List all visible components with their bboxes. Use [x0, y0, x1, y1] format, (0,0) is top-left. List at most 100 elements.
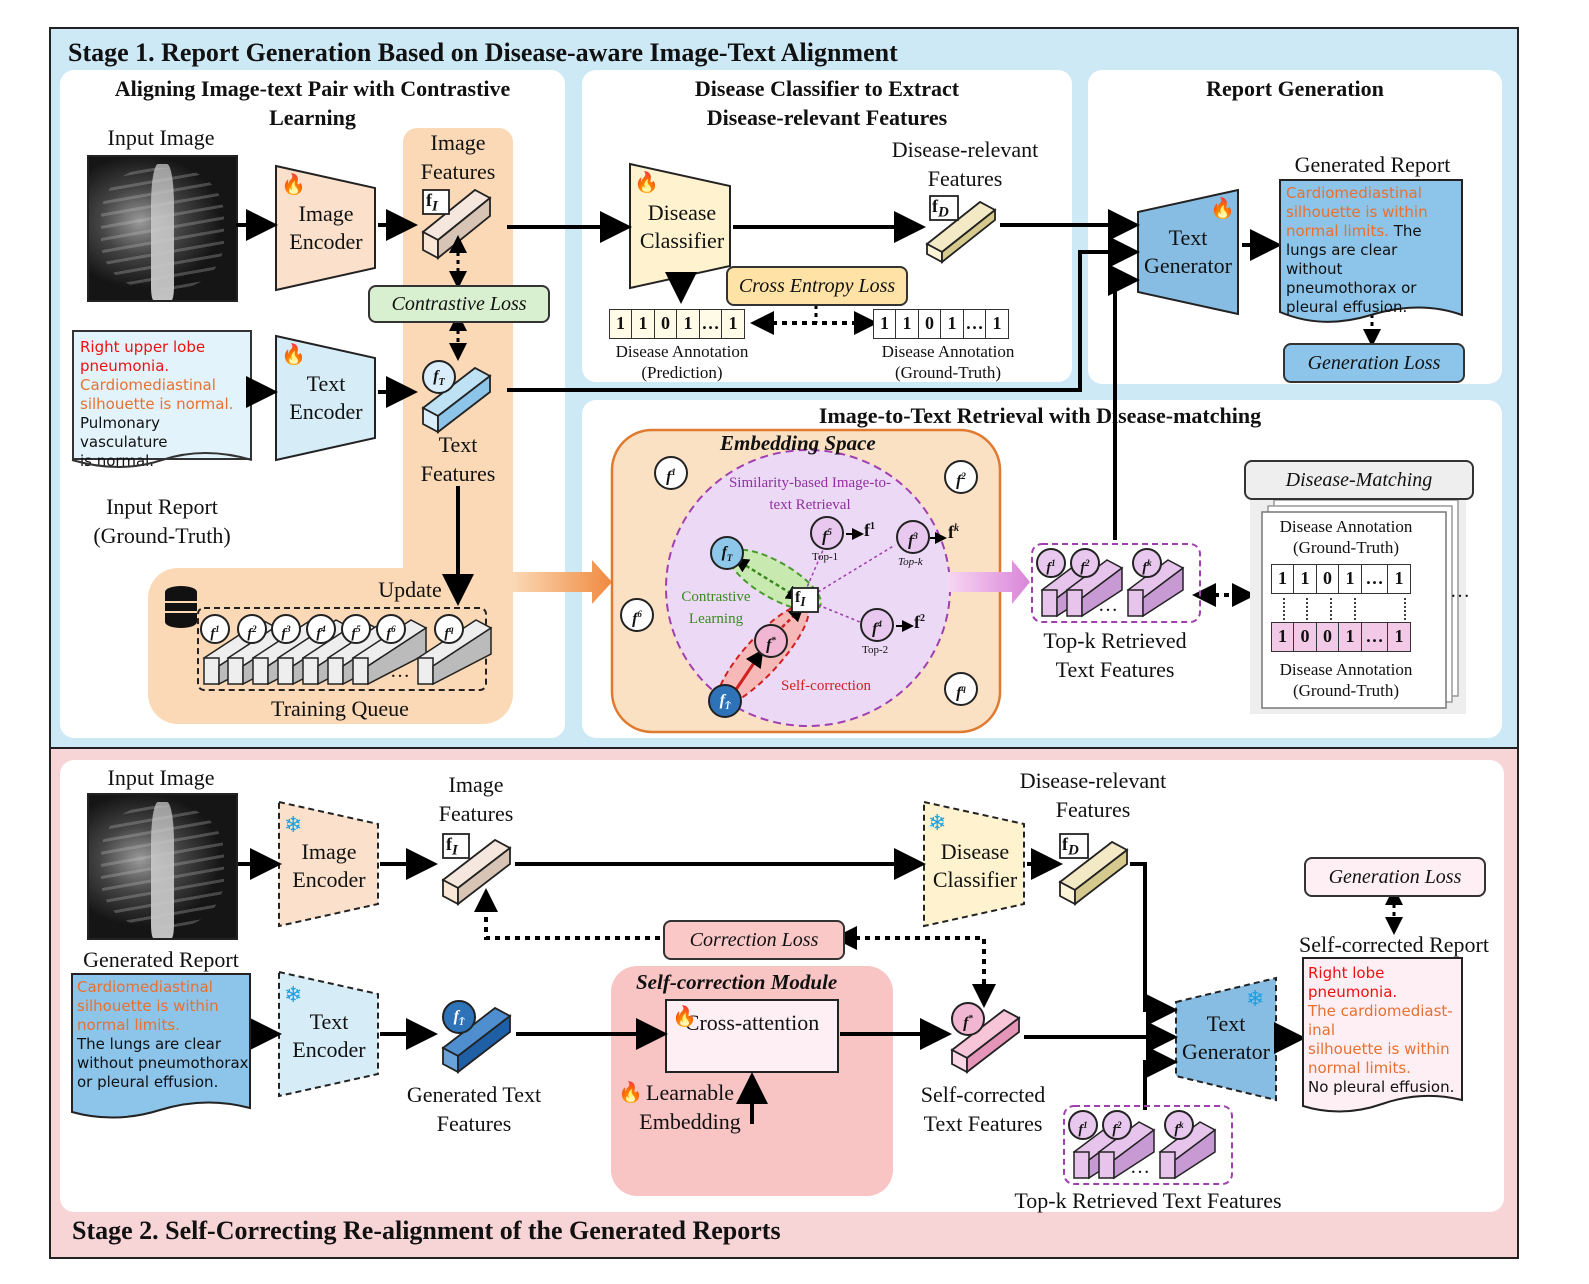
image-encoder-shape [275, 164, 376, 292]
update-label: Update [378, 577, 442, 602]
stage1-title: Stage 1. Report Generation Based on Dise… [68, 38, 898, 67]
annotation-cell: … [1360, 564, 1389, 594]
text-encoder-shape [275, 334, 376, 462]
disease-feature-bar [925, 195, 997, 264]
dm-gt-top-label: Disease Annotation (Ground-Truth) [1279, 517, 1413, 557]
annotation-cell: 1 [631, 309, 655, 339]
report-line: silhouette is within [77, 997, 219, 1015]
f-t-circle: fT [422, 360, 456, 394]
report-line: silhouette is normal. [80, 395, 234, 413]
dm-ellipsis: … [1450, 580, 1470, 602]
report-line: No pleural effusion. [1308, 1078, 1455, 1096]
queue-feature: f6 [376, 614, 406, 644]
s2-generated-report-title: Generated Report [83, 947, 239, 972]
annotation-cell: … [1360, 622, 1389, 652]
report-line: pneumonia. [80, 357, 170, 375]
prediction-annotation-row: 1 1 0 1 … 1 [608, 309, 745, 339]
annotation-cell: … [698, 309, 723, 339]
s2-text-encoder-label: Text Encoder [292, 1009, 366, 1062]
annotation-cell: 1 [1387, 564, 1411, 594]
report-line: silhouette is within [1286, 203, 1428, 221]
s2-input-xray-image [87, 793, 238, 940]
generated-report-title: Generated Report [1294, 152, 1451, 177]
contrastive-loss-box: Contrastive Loss [368, 285, 550, 323]
s2-disease-classifier-label: Disease Classifier [932, 839, 1018, 892]
queue-feature: f5 [341, 614, 371, 644]
report-line: or pleural effusion. [77, 1073, 219, 1091]
disease-matching-box: Disease-Matching [1244, 460, 1474, 500]
s2-corrected-feature-circle: f* [951, 1002, 985, 1036]
s2-topk-ellipsis: … [1130, 1156, 1150, 1178]
image-encoder-label: Image Encoder [289, 201, 363, 254]
report-line: pneumothorax or [1286, 279, 1417, 297]
queue-feature: f4 [306, 614, 336, 644]
correction-loss-box: Correction Loss [663, 920, 845, 960]
report-line: without pneumothorax [77, 1054, 249, 1072]
retrieved-feature: f5 [810, 516, 844, 550]
top1-label: Top-1 [812, 551, 839, 563]
text-encoder-label: Text Encoder [289, 371, 363, 424]
embedding-feature: fq [944, 672, 978, 706]
report-line: The cardiomediast-inal [1308, 1002, 1453, 1039]
annotation-cell: 0 [1293, 622, 1317, 652]
learnable-embedding-label: Learnable Embedding [639, 1080, 741, 1134]
text-generator-label: Text Generator [1144, 225, 1232, 278]
self-corrected-report-title: Self-corrected Report [1299, 932, 1489, 957]
disease-relevant-features-label: Disease-relevant Features [891, 137, 1039, 191]
s2-topk-feature: fk [1164, 1110, 1194, 1140]
generation-loss-box: Generation Loss [1283, 343, 1465, 383]
snowflake-icon: ❄ [284, 812, 303, 837]
annotation-cell: 1 [1338, 564, 1362, 594]
annotation-prediction-label: Disease Annotation (Prediction) [615, 342, 749, 382]
retrieved-arrow-target: fk [948, 522, 959, 542]
generated-report-shape [1279, 179, 1463, 323]
s2-topk-retrieved-label: Top-k Retrieved Text Features [1014, 1188, 1282, 1213]
report-line: Right lobe pneumonia. [1308, 964, 1398, 1001]
s2-text-generator-label: Text Generator [1182, 1011, 1270, 1064]
panel-aligning-title: Aligning Image-text Pair with Contrastiv… [114, 76, 511, 130]
snowflake-icon: ❄ [284, 982, 303, 1007]
dm-gt-row: 1 1 0 1 … 1 [1270, 564, 1411, 594]
report-line: normal limits. [1308, 1059, 1411, 1077]
topk-label: Top-k [898, 556, 923, 568]
cross-entropy-loss-box: Cross Entropy Loss [726, 266, 908, 306]
annotation-cell: 1 [721, 309, 745, 339]
annotation-cell: 1 [676, 309, 700, 339]
retrieved-arrow-target: f1 [864, 520, 875, 540]
queue-to-embedding-arrow [512, 560, 612, 604]
self-correction-module-title: Self-correction Module [636, 970, 838, 994]
fire-icon: 🔥 [634, 172, 659, 194]
topk-feature: f2 [1070, 548, 1100, 578]
report-line: normal limits. [77, 1016, 180, 1034]
text-features-label: Text Features [420, 432, 496, 486]
f-i-embedding: fI [795, 589, 806, 610]
self-corrected-text-features-label: Self-corrected Text Features [920, 1082, 1046, 1136]
input-xray-image [87, 155, 238, 302]
queue-feature: f1 [200, 614, 230, 644]
f-i-symbol: fI [426, 190, 438, 215]
input-report-caption: Input Report (Ground-Truth) [93, 494, 231, 548]
input-report-document: Right upper lobe pneumonia. Cardiomedias… [72, 330, 252, 470]
embedding-space-title: Embedding Space [720, 431, 876, 455]
embedding-to-topk-arrow [948, 560, 1030, 604]
embedding-feature: f2 [944, 460, 978, 494]
generated-text-features-label: Generated Text Features [406, 1082, 542, 1136]
self-correction-label: Self-correction [781, 678, 871, 694]
topk-ellipsis: … [1098, 594, 1118, 616]
report-line: lungs are clear without [1286, 241, 1398, 278]
report-line: normal limits. [1286, 222, 1389, 240]
snowflake-icon: ❄ [1246, 986, 1265, 1011]
queue-feature: fq [434, 614, 464, 644]
stage2-title: Stage 2. Self-Correcting Re-alignment of… [72, 1216, 781, 1245]
report-line: The [1393, 222, 1422, 240]
text-feature-point: fT [710, 536, 744, 570]
top2-label: Top-2 [862, 644, 889, 656]
topk-feature: fk [1132, 548, 1162, 578]
gt-annotation-row: 1 1 0 1 … 1 [872, 309, 1009, 339]
annotation-cell: … [962, 309, 987, 339]
report-line: pleural effusion. [1286, 298, 1408, 316]
retrieved-feature: f3 [896, 520, 930, 554]
s2-image-encoder-label: Image Encoder [292, 839, 366, 892]
